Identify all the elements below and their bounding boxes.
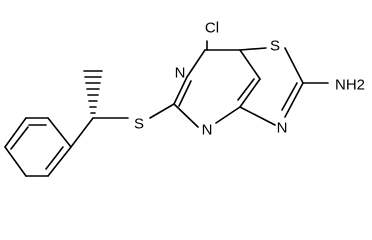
thiazole-bond bbox=[239, 47, 267, 51]
phenyl-double-bond bbox=[10, 126, 29, 150]
pyrimidine-bond bbox=[215, 106, 241, 124]
thiazole-sulfur-label: S bbox=[270, 38, 280, 55]
atom-labels: Cl S NH2 N N N S bbox=[134, 20, 365, 139]
pyrimidine-ring bbox=[173, 40, 261, 128]
pyrimidine-bond bbox=[239, 78, 261, 108]
pyrimidine-bond bbox=[186, 49, 206, 78]
phenyl-ring bbox=[4, 117, 72, 177]
chiral-center bbox=[70, 70, 129, 148]
pyrimidine-double-bond bbox=[178, 80, 192, 107]
hashed-wedge-bond bbox=[83, 70, 103, 114]
pyrimidine-nitrogen-bottom-label: N bbox=[202, 122, 213, 139]
pyrimidine-double-bond bbox=[237, 78, 255, 101]
phenyl-double-bond bbox=[45, 146, 64, 170]
thiazole-double-bond bbox=[281, 82, 298, 111]
thiazole-ring bbox=[239, 47, 329, 126]
pyrimidine-bond bbox=[239, 49, 261, 80]
phenyl-bond bbox=[4, 146, 27, 177]
molecule-structure: Cl S NH2 N N N S bbox=[4, 20, 365, 177]
phenyl-bond bbox=[4, 117, 27, 148]
thiazole-bond bbox=[284, 82, 304, 118]
pyrimidine-nitrogen-top-label: N bbox=[175, 65, 186, 82]
thiazole-bond bbox=[284, 47, 304, 84]
thiazole-bond bbox=[239, 106, 276, 126]
chlorine-label: Cl bbox=[205, 20, 219, 37]
s-to-ring-bond bbox=[149, 103, 175, 119]
phenyl-bond bbox=[47, 146, 72, 177]
benzyl-bond bbox=[70, 117, 94, 148]
pyrimidine-bond bbox=[173, 76, 188, 105]
thiazole-nitrogen-label: N bbox=[277, 120, 288, 137]
phenyl-bond bbox=[47, 117, 72, 148]
pyrimidine-bond bbox=[173, 103, 199, 128]
thioether-sulfur-label: S bbox=[134, 116, 144, 133]
amine-label: NH2 bbox=[335, 77, 365, 94]
